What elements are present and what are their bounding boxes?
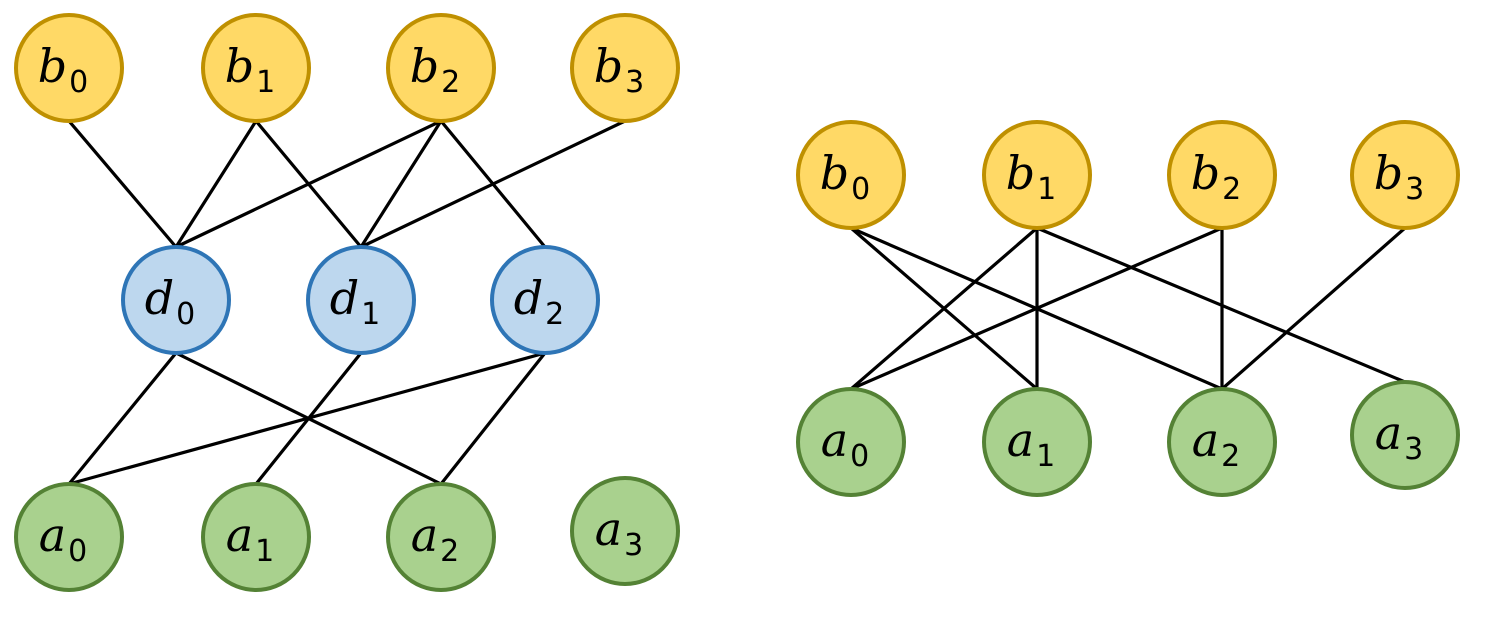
left-node-a0: a0 xyxy=(14,482,124,592)
left-node-a2: a2 xyxy=(386,482,496,592)
right-graph-edges xyxy=(849,226,1407,391)
right-node-b0: b0 xyxy=(796,120,906,230)
right-edge-b2-a0 xyxy=(849,226,1224,391)
left-edge-b2-d2 xyxy=(439,119,547,249)
left-node-d0: d0 xyxy=(121,245,231,355)
left-node-b1-label: b1 xyxy=(225,39,276,100)
right-node-a1: a1 xyxy=(982,387,1092,497)
left-node-a3-circle xyxy=(570,476,680,586)
left-node-b0-label: b0 xyxy=(38,39,89,100)
left-edge-b0-d0 xyxy=(67,119,178,249)
left-node-b2-label: b2 xyxy=(410,39,461,100)
left-edge-b2-d1 xyxy=(359,119,443,249)
right-node-b2-circle xyxy=(1167,120,1277,230)
left-node-d1-label: d1 xyxy=(330,271,381,332)
right-node-a1-label: a1 xyxy=(1007,413,1056,474)
left-node-b0: b0 xyxy=(14,13,124,123)
left-node-b3-label: b3 xyxy=(594,39,645,100)
left-node-a2-label: a2 xyxy=(411,508,460,569)
left-edge-d2-a2 xyxy=(439,351,547,486)
left-node-d1: d1 xyxy=(306,245,416,355)
left-node-d0-label: d0 xyxy=(145,271,196,332)
right-graph-diagram: b0 b1 b2 b3 a0 a1 a2 a3 xyxy=(796,120,1460,497)
right-node-b3-label: b3 xyxy=(1374,146,1425,207)
right-edge-b3-a2 xyxy=(1220,226,1407,391)
right-edge-b1-a0 xyxy=(849,226,1039,391)
right-node-b0-circle xyxy=(796,120,906,230)
left-node-d2: d2 xyxy=(490,245,600,355)
left-node-b1-circle xyxy=(201,13,311,123)
left-node-a1-label: a1 xyxy=(226,508,275,569)
right-node-a3-circle xyxy=(1350,380,1460,490)
left-edge-d0-a0 xyxy=(67,351,178,486)
left-node-a1-circle xyxy=(201,482,311,592)
right-node-a2: a2 xyxy=(1167,387,1277,497)
left-node-a0-circle xyxy=(14,482,124,592)
left-node-b3: b3 xyxy=(570,13,680,123)
left-edge-b1-d0 xyxy=(174,119,258,249)
right-node-b3: b3 xyxy=(1350,120,1460,230)
right-graph-nodes: b0 b1 b2 b3 a0 a1 a2 a3 xyxy=(796,120,1460,497)
left-graph-diagram: b0 b1 b2 b3 d0 d1 d2 a0 a1 a2 a3 xyxy=(14,13,680,592)
right-node-a2-label: a2 xyxy=(1192,413,1241,474)
left-node-d2-circle xyxy=(490,245,600,355)
left-node-b3-circle xyxy=(570,13,680,123)
left-node-a3-label: a3 xyxy=(595,502,644,563)
right-node-a0-label: a0 xyxy=(821,413,870,474)
left-node-d0-circle xyxy=(121,245,231,355)
right-node-a0: a0 xyxy=(796,387,906,497)
right-node-b0-label: b0 xyxy=(820,146,871,207)
right-node-a0-circle xyxy=(796,387,906,497)
right-node-a1-circle xyxy=(982,387,1092,497)
right-node-a3: a3 xyxy=(1350,380,1460,490)
left-graph-edges xyxy=(67,119,627,486)
left-node-a3: a3 xyxy=(570,476,680,586)
left-edge-b1-d1 xyxy=(254,119,363,249)
left-node-b2-circle xyxy=(386,13,496,123)
right-node-b2: b2 xyxy=(1167,120,1277,230)
right-node-b1-label: b1 xyxy=(1006,146,1057,207)
right-node-a2-circle xyxy=(1167,387,1277,497)
left-node-a2-circle xyxy=(386,482,496,592)
right-node-b1: b1 xyxy=(982,120,1092,230)
left-node-a0-label: a0 xyxy=(39,508,88,569)
left-node-b0-circle xyxy=(14,13,124,123)
left-edge-d2-a0 xyxy=(67,351,547,486)
right-node-b3-circle xyxy=(1350,120,1460,230)
left-node-d2-label: d2 xyxy=(514,271,565,332)
left-node-b1: b1 xyxy=(201,13,311,123)
right-node-b1-circle xyxy=(982,120,1092,230)
left-node-a1: a1 xyxy=(201,482,311,592)
right-node-a3-label: a3 xyxy=(1375,406,1424,467)
right-node-b2-label: b2 xyxy=(1191,146,1242,207)
left-node-b2: b2 xyxy=(386,13,496,123)
left-node-d1-circle xyxy=(306,245,416,355)
left-graph-nodes: b0 b1 b2 b3 d0 d1 d2 a0 a1 a2 a3 xyxy=(14,13,680,592)
